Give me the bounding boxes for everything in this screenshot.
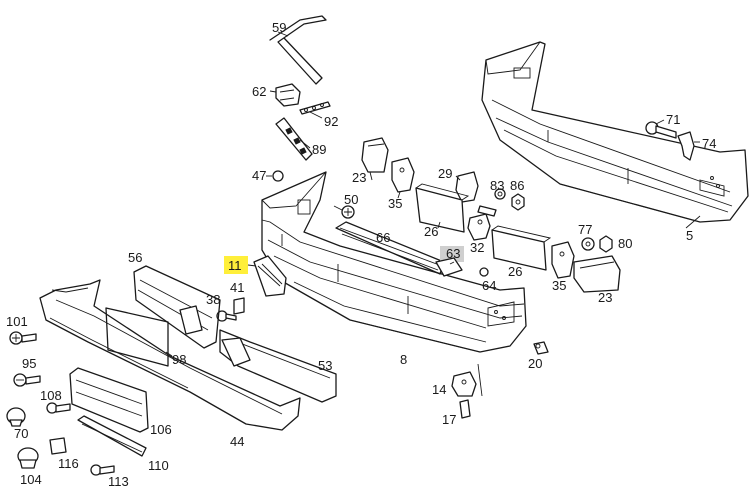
part-56-reinforcement[interactable]	[133, 265, 221, 349]
label-56: 56	[128, 250, 142, 265]
label-41: 41	[230, 280, 244, 295]
label-47: 47	[252, 168, 266, 183]
label-29: 29	[438, 166, 452, 181]
part-labels: 59 62 92 89 71 74 23 47 29 83 86 50 35 5…	[6, 20, 716, 489]
part-35-mount-top[interactable]	[391, 157, 415, 199]
part-110-strip[interactable]	[77, 415, 147, 457]
part-74-bracket[interactable]	[677, 131, 700, 161]
label-98: 98	[172, 352, 186, 367]
label-23-top: 23	[352, 170, 366, 185]
part-26-absorber-right[interactable]	[491, 225, 552, 271]
label-14: 14	[432, 382, 446, 397]
label-108: 108	[40, 388, 62, 403]
part-38-screw[interactable]	[216, 310, 237, 322]
label-63: 63	[446, 246, 460, 261]
label-35-top: 35	[388, 196, 402, 211]
part-89-bracket[interactable]	[275, 117, 313, 161]
part-98-plate-holder[interactable]	[105, 307, 173, 367]
label-113: 113	[108, 474, 129, 489]
label-71: 71	[666, 112, 680, 127]
part-59-trim-strip[interactable]	[269, 15, 327, 85]
part-5-rear-bumper[interactable]	[481, 41, 749, 229]
label-77: 77	[578, 222, 592, 237]
part-104-plug[interactable]	[17, 447, 39, 469]
part-26-absorber-top[interactable]	[415, 183, 470, 233]
part-71-screw[interactable]	[645, 119, 677, 139]
part-35-mount-right[interactable]	[551, 241, 575, 279]
part-44-lower-moulding[interactable]	[39, 279, 301, 431]
label-44: 44	[230, 434, 244, 449]
part-77-washer[interactable]	[581, 237, 595, 251]
label-53: 53	[318, 358, 332, 373]
part-50-fastener[interactable]	[333, 205, 355, 219]
part-101-screw[interactable]	[9, 331, 37, 345]
part-70-plug[interactable]	[6, 407, 26, 427]
label-23-right: 23	[598, 290, 612, 305]
label-110: 110	[148, 458, 169, 473]
part-83-washer[interactable]	[494, 188, 506, 200]
part-41-plate[interactable]	[233, 297, 245, 315]
label-104: 104	[20, 472, 42, 487]
label-62: 62	[252, 84, 266, 99]
label-32: 32	[470, 240, 484, 255]
part-20-screw[interactable]	[533, 341, 549, 355]
part-23-bracket-right[interactable]	[573, 255, 621, 293]
part-32-mount[interactable]	[467, 205, 497, 241]
part-29-bracket[interactable]	[455, 171, 479, 203]
part-116-clip[interactable]	[49, 437, 67, 455]
label-70: 70	[14, 426, 28, 441]
label-20: 20	[528, 356, 542, 371]
label-83: 83	[490, 178, 504, 193]
part-113-screw[interactable]	[90, 464, 115, 476]
part-108-screw[interactable]	[46, 402, 71, 414]
label-26-right: 26	[508, 264, 522, 279]
part-8-front-bumper[interactable]	[261, 171, 527, 353]
part-95-screw[interactable]	[13, 373, 41, 387]
label-106: 106	[150, 422, 172, 437]
label-89: 89	[312, 142, 326, 157]
part-62-clip[interactable]	[269, 83, 301, 107]
part-11-bracket[interactable]	[224, 255, 287, 297]
label-74: 74	[702, 136, 716, 151]
part-86-nut[interactable]	[511, 193, 525, 211]
part-63-bracket[interactable]	[435, 246, 464, 277]
part-92-bracket[interactable]	[299, 101, 331, 119]
label-101: 101	[6, 314, 28, 329]
label-8: 8	[400, 352, 407, 367]
part-80-nut[interactable]	[599, 235, 613, 253]
label-17: 17	[442, 412, 456, 427]
label-59: 59	[272, 20, 286, 35]
part-53-moulding[interactable]	[219, 329, 337, 403]
label-11: 11	[228, 258, 242, 273]
label-92: 92	[324, 114, 338, 129]
label-95: 95	[22, 356, 36, 371]
label-38: 38	[206, 292, 220, 307]
label-64: 64	[482, 278, 496, 293]
label-116: 116	[58, 456, 79, 471]
label-35-right: 35	[552, 278, 566, 293]
label-26-top: 26	[424, 224, 438, 239]
label-50: 50	[344, 192, 358, 207]
label-80: 80	[618, 236, 632, 251]
part-106-insert[interactable]	[69, 367, 149, 433]
part-47-clip[interactable]	[266, 170, 284, 182]
part-17-clip[interactable]	[459, 399, 471, 419]
label-5: 5	[686, 228, 693, 243]
label-66: 66	[376, 230, 390, 245]
label-86: 86	[510, 178, 524, 193]
part-64-washer[interactable]	[479, 267, 489, 277]
part-23-bracket-top[interactable]	[361, 137, 389, 181]
part-14-bracket[interactable]	[451, 363, 483, 397]
